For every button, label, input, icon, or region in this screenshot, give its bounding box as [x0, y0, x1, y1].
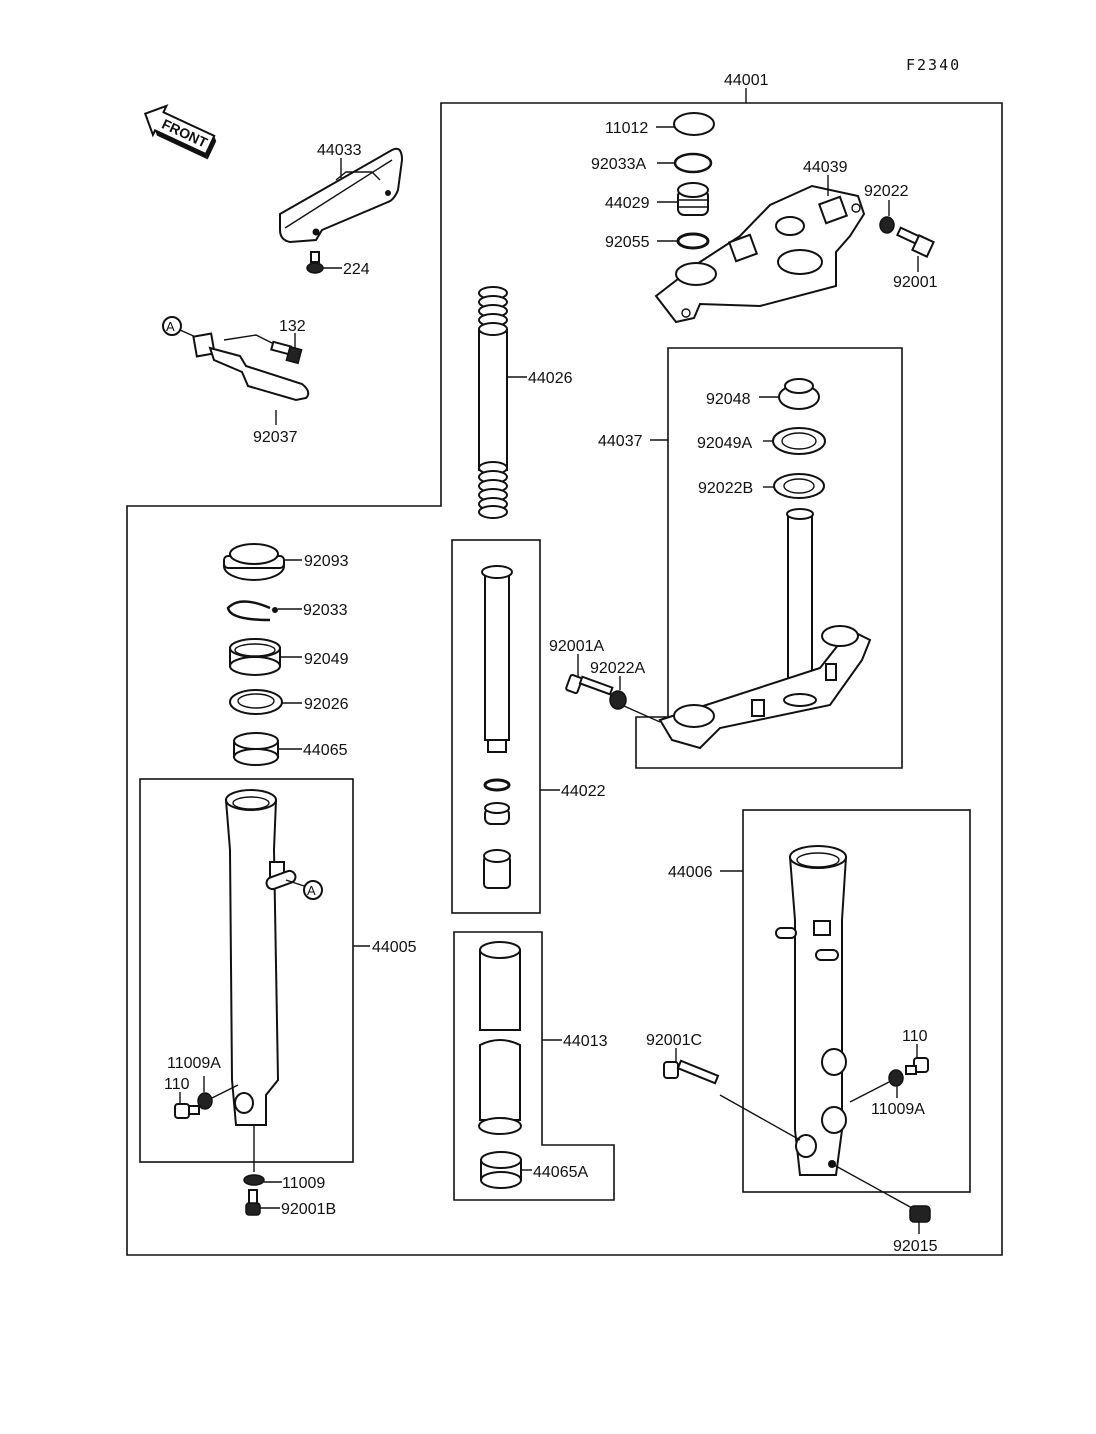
part-224-screw: 224 [306, 251, 370, 278]
part-110-left-bolt: 110 [164, 1076, 200, 1119]
part-44029-plug: 44029 [605, 182, 709, 216]
reference-marker-a-top: A [166, 319, 175, 334]
part-44005-outer-tube-left: A [224, 789, 323, 1126]
label-224: 224 [343, 261, 370, 278]
part-11009A-left-washer: 11009A [167, 1055, 239, 1110]
part-44039-upper-clamp: 44039 [654, 159, 866, 324]
part-92048-seal: 92048 [706, 378, 820, 410]
front-arrow-icon: FRONT [143, 104, 217, 160]
part-92022-washer: 92022 [864, 183, 909, 234]
label-44006: 44006 [668, 864, 713, 881]
label-44001: 44001 [724, 72, 769, 89]
label-44029: 44029 [605, 195, 650, 212]
label-110-left: 110 [164, 1076, 190, 1093]
label-92049A: 92049A [697, 435, 752, 452]
label-92026: 92026 [304, 696, 349, 713]
part-92093-dust-seal: 92093 [223, 543, 349, 581]
assembly-frame-44022: 44022 [451, 539, 606, 914]
part-44065A-bushing: 44065A [480, 1151, 588, 1189]
part-92001B-bolt: 92001B [245, 1189, 336, 1218]
label-92022A: 92022A [590, 660, 645, 677]
part-92033-circlip: 92033 [226, 600, 348, 622]
label-92033: 92033 [303, 602, 348, 619]
assembly-frame-44006: 44006 [668, 809, 971, 1193]
label-92001: 92001 [893, 274, 938, 291]
reference-marker-a-bottom: A [307, 883, 316, 898]
part-92015-nut: 92015 [833, 1164, 938, 1255]
label-92049: 92049 [304, 651, 349, 668]
part-44013-inner-tube [478, 941, 522, 1135]
label-92037: 92037 [253, 429, 298, 446]
label-44037: 44037 [598, 433, 643, 450]
label-92022B: 92022B [698, 480, 753, 497]
figure-code: F2340 [906, 56, 961, 74]
part-11012-cap: 11012 [605, 112, 715, 137]
label-92001A: 92001A [549, 638, 604, 655]
part-92026-oil-seal: 92026 [229, 689, 349, 715]
label-92015: 92015 [893, 1238, 938, 1255]
part-92001A-bolt: 92001A [549, 638, 614, 696]
assembly-frame-44013: 44013 [453, 931, 615, 1201]
label-11009A-left: 11009A [167, 1055, 221, 1072]
label-92033A: 92033A [591, 156, 646, 173]
part-44037-stem-lower-clamp [658, 508, 872, 750]
label-44013: 44013 [563, 1033, 608, 1050]
part-92001-bolt: 92001 [893, 226, 938, 291]
part-92033A-ring: 92033A [591, 152, 713, 174]
label-11009A-right: 11009A [871, 1101, 925, 1118]
part-92049A-bearing-race: 92049A [697, 427, 826, 455]
part-110-right-bolt: 110 [902, 1028, 929, 1075]
label-44022: 44022 [561, 783, 606, 800]
label-44005: 44005 [372, 939, 417, 956]
label-92001B: 92001B [281, 1201, 336, 1218]
assembly-frame-44005: 44005 [139, 778, 417, 1163]
label-92022: 92022 [864, 183, 909, 200]
part-92037-guide: A 132 92037 [162, 316, 310, 446]
label-110-right: 110 [902, 1028, 928, 1045]
part-92001C-bolt: 92001C [646, 1032, 801, 1141]
part-44033-bracket: 44033 [279, 142, 404, 244]
part-92022B-washer: 92022B [698, 473, 825, 499]
part-44026-spring: 44026 [478, 286, 573, 519]
label-44065: 44065 [303, 742, 348, 759]
label-44033: 44033 [317, 142, 362, 159]
assembly-frame-44001: 44001 [126, 72, 1003, 1256]
label-92055: 92055 [605, 234, 650, 251]
label-132: 132 [279, 318, 306, 335]
label-92001C: 92001C [646, 1032, 702, 1049]
part-92049-guide-bushing: 92049 [229, 638, 349, 676]
part-92055-oring: 92055 [605, 232, 710, 251]
part-11009-washer: 11009 [243, 1125, 325, 1192]
part-11009A-right-washer: 11009A [849, 1069, 925, 1118]
part-92022A-washer: 92022A [590, 660, 661, 723]
label-11009: 11009 [282, 1175, 325, 1192]
label-44065A: 44065A [533, 1164, 588, 1181]
label-11012: 11012 [605, 120, 648, 137]
label-92093: 92093 [304, 553, 349, 570]
part-44022-components [481, 565, 513, 889]
part-44006-outer-tube-right [775, 845, 848, 1176]
label-44026: 44026 [528, 370, 573, 387]
label-92048: 92048 [706, 391, 751, 408]
label-44039: 44039 [803, 159, 848, 176]
part-44065-bushing: 44065 [233, 732, 348, 766]
